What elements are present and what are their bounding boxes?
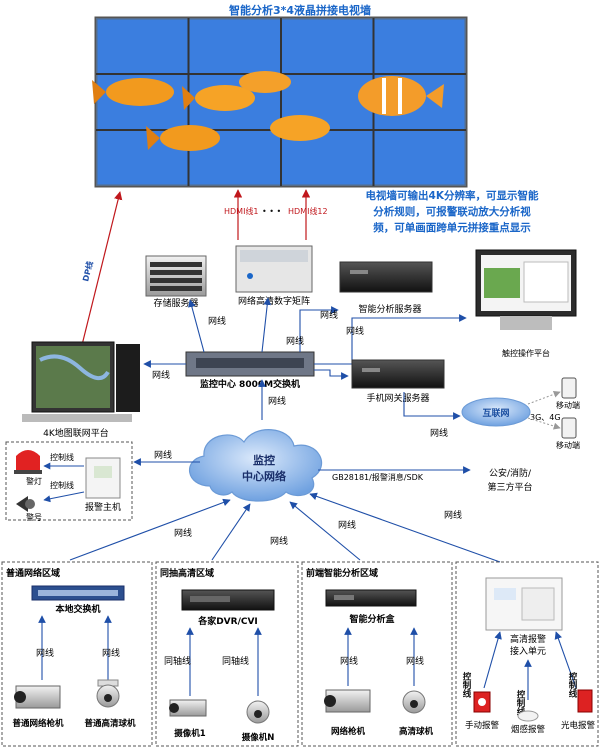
ctrl-label-2: 控制线 [50, 480, 74, 490]
warn-siren-icon [16, 496, 35, 512]
dvr-label: 各家DVR/CVI [197, 615, 258, 627]
matrix-device [235, 245, 313, 293]
sensor-photo: 光电报警 [561, 720, 596, 731]
fish-icon [92, 71, 444, 151]
zone-frames [1, 561, 599, 747]
zone-normal-cam1: 普通网络枪机 [12, 718, 64, 729]
net-label-15: 网线 [340, 655, 358, 667]
wall-title: 智能分析3*4液晶拼接电视墙 [229, 3, 371, 17]
video-wall [92, 16, 468, 188]
cloud-down-links [69, 492, 501, 563]
alarm-host-box [5, 441, 133, 521]
local-switch-label: 本地交换机 [55, 603, 100, 615]
alarm-ctrl-label-2: 控制线 [515, 689, 525, 716]
smart-box-device [325, 589, 417, 607]
sensor-manual: 手动报警 [465, 720, 500, 731]
matrix-label: 网络高清数字矩阵 [238, 295, 310, 307]
sensor-icons [473, 689, 593, 722]
zone-smart-cam1: 网络枪机 [331, 726, 366, 737]
core-switch-label: 监控中心 8000M交换机 [200, 378, 300, 390]
gb-label: GB28181/报警消息/SDK [332, 472, 424, 482]
net-label-5: 网线 [152, 369, 170, 381]
alarm-unit-label-1: 高清报警 [510, 633, 546, 645]
alarm-ctrl-label-3: 控制线 [567, 671, 577, 698]
net-label-12: 网线 [444, 509, 462, 521]
net-label-11: 网线 [338, 519, 356, 531]
warn-light-icon [14, 450, 42, 474]
core-links [143, 297, 467, 420]
smart-box-label: 智能分析盒 [349, 613, 395, 625]
note-line-2: 分析规则，可报警联动放大分析视 [373, 205, 531, 218]
touch-platform-label: 触控操作平台 [502, 348, 550, 358]
mobile-phone-icon [561, 377, 577, 439]
alarm-ctrl-label-1: 控制线 [461, 671, 471, 698]
net-label-13: 网线 [36, 647, 54, 659]
smart-camera-icon [324, 689, 426, 714]
local-switch [31, 585, 125, 601]
hdmi-first-label: HDMI线1 [224, 206, 259, 216]
hdmi-dots: • • • [262, 207, 281, 216]
note-line-3: 频，可单画面跨单元拼接重点显示 [373, 221, 531, 234]
smart-analysis-server [339, 261, 433, 293]
net-label-9: 网线 [174, 527, 192, 539]
alarm-unit-device [485, 577, 563, 631]
public-safety-1: 公安/消防/ [489, 467, 532, 479]
central-network-cloud [188, 429, 323, 502]
hdmi-last-label: HDMI线12 [288, 206, 328, 216]
mobile-server-label: 手机网关服务器 [366, 392, 429, 404]
gis-platform [22, 341, 140, 422]
net-label-6: 网线 [268, 395, 286, 407]
internet-cloud [461, 397, 531, 427]
touch-platform [475, 249, 577, 330]
warn-sound-label: 警号 [26, 512, 42, 522]
zone-normal-cam2: 普通高清球机 [84, 718, 136, 729]
zone-smart-title: 前端智能分析区域 [306, 567, 378, 579]
zone-coax-cam2: 摄像机N [242, 732, 275, 743]
zone-normal-title: 普通网络区域 [6, 567, 60, 579]
smart-server-label: 智能分析服务器 [358, 303, 421, 315]
net-label-14: 网线 [102, 647, 120, 659]
zone-smart-cam2: 高清球机 [399, 726, 434, 737]
alarm-unit-label-2: 接入单元 [510, 645, 546, 657]
net-label-8: 网线 [154, 449, 172, 461]
mobile-label-2: 移动端 [556, 440, 580, 450]
dome-camera-icon [96, 679, 120, 708]
ctrl-label-1: 控制线 [50, 452, 74, 462]
mobile-gateway-server [351, 359, 445, 389]
zone-coax-title: 同抽高清区域 [160, 567, 214, 579]
internet-label: 互联网 [482, 407, 509, 419]
cloud-title-1: 监控 [253, 453, 275, 467]
net-label-7: 网线 [430, 427, 448, 439]
dp-label: DP线 [80, 260, 95, 282]
zone-coax-cam1: 摄像机1 [174, 728, 206, 739]
net-label-1: 网线 [286, 335, 304, 347]
public-safety-2: 第三方平台 [487, 481, 532, 493]
coax-label-2: 同轴线 [222, 655, 249, 667]
net-label-3: 网线 [320, 309, 338, 321]
hdmi-links [233, 189, 311, 240]
net-label-2: 网线 [208, 315, 226, 327]
alarm-host-label: 报警主机 [85, 501, 121, 513]
gis-platform-label: 4K地图联网平台 [43, 427, 109, 439]
storage-server [145, 255, 207, 297]
net-label-16: 网线 [406, 655, 424, 667]
dvr-device [181, 589, 275, 611]
core-switch [185, 351, 315, 377]
bullet-camera-icon [14, 685, 61, 709]
g34-label: 3G、4G [530, 413, 561, 422]
warn-light-label: 警灯 [26, 476, 42, 486]
sensor-smoke: 烟感报警 [511, 724, 546, 735]
storage-label: 存储服务器 [153, 297, 198, 309]
cloud-title-2: 中心网络 [242, 469, 286, 483]
alarm-ctrl-links [483, 631, 577, 700]
mobile-label-1: 移动端 [556, 400, 580, 410]
coax-camera-icon [169, 699, 270, 724]
net-label-10: 网线 [270, 535, 288, 547]
note-line-1: 电视墙可输出4K分辨率，可显示智能 [366, 189, 539, 202]
net-label-4: 网线 [346, 325, 364, 337]
coax-label-1: 同轴线 [164, 655, 191, 667]
